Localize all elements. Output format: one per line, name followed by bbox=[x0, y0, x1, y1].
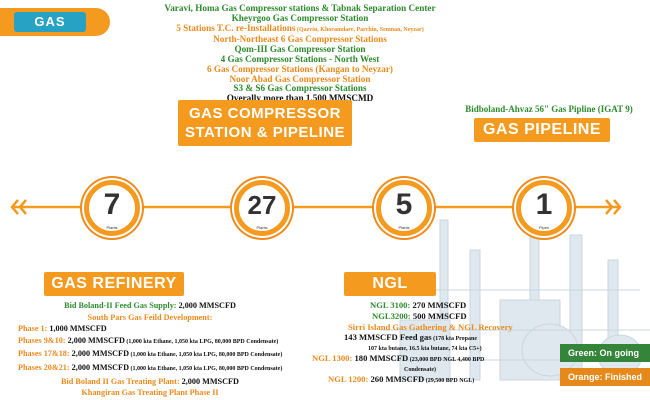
list-item: Phases 17&18: 2,000 MMSCFD (1,000 kta Et… bbox=[18, 349, 283, 359]
station-line: North-Northeast 6 Gas Compressor Station… bbox=[213, 34, 387, 45]
list-item: Bid Boland-II Feed Gas Supply: 2,000 MMS… bbox=[64, 301, 236, 310]
station-line: 6 Gas Compressor Stations (Kangan to Ney… bbox=[207, 63, 393, 74]
list-item: Khangiran Gas Treating Plant Phase II bbox=[81, 388, 219, 398]
ngl-banner: NGL bbox=[344, 272, 436, 296]
compressor-count-badge: 27 Plants bbox=[234, 180, 290, 236]
gas-pipeline-banner: GAS PIPELINE bbox=[474, 118, 610, 142]
list-item: Phases 20&21: 2,000 MMSCFD (1,000 kta Et… bbox=[18, 362, 283, 372]
count-unit: Plants bbox=[106, 225, 118, 230]
ngl-count-badge: 5 Plants bbox=[376, 180, 432, 236]
banner-line: GAS COMPRESSOR bbox=[188, 105, 342, 122]
list-item: Condensate) bbox=[404, 366, 437, 373]
count-unit: Plants bbox=[398, 225, 410, 230]
list-item: NGL 1200: 260 MMSCFD (29,500 BPD NGL) bbox=[328, 373, 475, 384]
station-line: 5 Stations T.C. re-Installations (Qazvin… bbox=[176, 22, 424, 33]
count-value: 5 bbox=[395, 188, 413, 221]
list-item: Bid Boland II Gas Treating Plant: 2,000 … bbox=[61, 376, 239, 386]
list-item: 107 kta butane, 16.5 kta butane, 74 kta … bbox=[368, 346, 482, 353]
pipeline-title: Bidboland-Ahvaz 56" Gas Pipline (IGAT 9) bbox=[465, 104, 633, 114]
list-item: 143 MMSCFD Feed gas (178 kta Propane bbox=[344, 332, 477, 343]
gas-compressor-banner: GAS COMPRESSOR STATION & PIPELINE bbox=[178, 100, 352, 146]
refinery-project-list: Bid Boland-II Feed Gas Supply: 2,000 MMS… bbox=[0, 300, 300, 399]
count-value: 1 bbox=[535, 188, 553, 221]
gas-section-tab[interactable]: GAS bbox=[0, 8, 110, 36]
gas-refinery-banner: GAS REFINERY bbox=[44, 272, 184, 296]
pipeline-count-badge: 1 Pipes bbox=[516, 180, 572, 236]
legend-ongoing: Green: On going bbox=[560, 344, 650, 362]
station-line: S3 & S6 Gas Compressor Stations bbox=[233, 83, 367, 94]
list-item: NGL 1300: 180 MMSCFD (23,000 BPD NGL 4,4… bbox=[312, 353, 485, 364]
count-unit: Plants bbox=[256, 225, 268, 230]
gas-tab-label: GAS bbox=[14, 12, 86, 32]
list-item: Sirri Island Gas Gathering & NGL Recover… bbox=[348, 321, 513, 332]
compressor-station-list: Varavi, Homa Gas Compressor stations & T… bbox=[110, 3, 490, 104]
list-item: South Pars Gas Feild Development: bbox=[87, 312, 213, 322]
list-item: Phases 9&10: 2,000 MMSCFD (1,000 kta Eth… bbox=[18, 335, 279, 345]
station-total: Overally more than 1,500 MMSCMD bbox=[226, 93, 374, 104]
count-unit: Pipes bbox=[538, 225, 549, 230]
list-item: NGL 3100: 270 MMSCFD bbox=[370, 300, 467, 310]
ngl-project-list: NGL 3100: 270 MMSCFD NGL3200: 500 MMSCFD… bbox=[300, 300, 520, 387]
banner-line: STATION & PIPELINE bbox=[184, 124, 346, 141]
refinery-count-badge: 7 Plants bbox=[84, 180, 140, 236]
list-item: Phase 1: 1,000 MMSCFD bbox=[18, 324, 107, 334]
legend-finished: Orange: Finished bbox=[560, 368, 650, 386]
station-line: Qom-III Gas Compressor Station bbox=[234, 44, 366, 55]
count-value: 7 bbox=[103, 188, 121, 221]
station-line: Noor Abad Gas Compressor Station bbox=[229, 73, 371, 84]
count-value: 27 bbox=[247, 190, 277, 220]
list-item: NGL3200: 500 MMSCFD bbox=[372, 310, 467, 321]
station-line: 4 Gas Compressor Stations - North West bbox=[220, 53, 380, 64]
station-line: Kheyrgoo Gas Compressor Station bbox=[231, 12, 369, 23]
station-line: Varavi, Homa Gas Compressor stations & T… bbox=[164, 3, 436, 13]
